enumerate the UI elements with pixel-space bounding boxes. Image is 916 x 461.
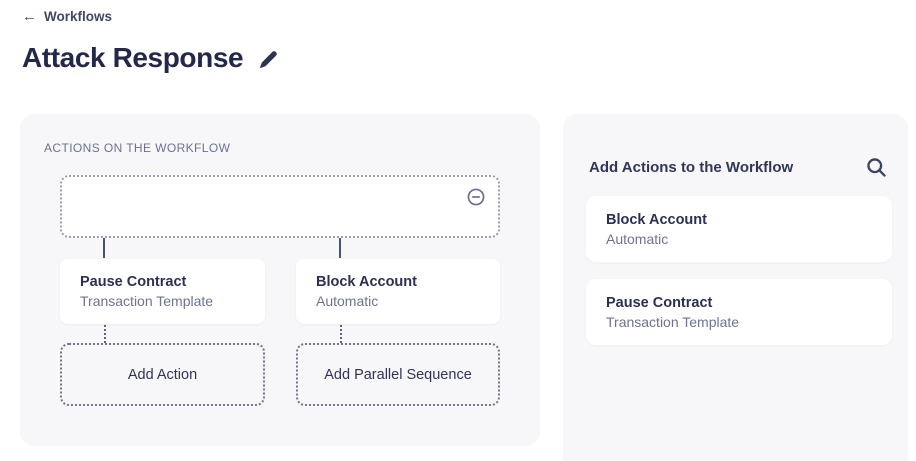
node-title: Block Account xyxy=(316,274,417,290)
connector-dotted-line xyxy=(104,325,106,343)
workflow-node-block-account[interactable]: Block Account Automatic xyxy=(296,259,500,324)
workflow-root-node[interactable] xyxy=(60,175,500,238)
library-item-title: Pause Contract xyxy=(606,294,713,311)
node-subtitle: Automatic xyxy=(316,293,379,309)
library-panel-heading: Add Actions to the Workflow xyxy=(589,159,794,176)
workflow-panel-heading: ACTIONS ON THE WORKFLOW xyxy=(44,141,231,155)
back-arrow-icon: ← xyxy=(22,8,37,25)
library-item-subtitle: Transaction Template xyxy=(606,313,740,330)
connector-line xyxy=(103,238,105,258)
connector-dotted-line xyxy=(340,325,342,343)
action-library-panel: Add Actions to the Workflow Block Accoun… xyxy=(563,114,908,461)
back-link-label: Workflows xyxy=(44,9,113,24)
add-parallel-sequence-label: Add Parallel Sequence xyxy=(324,366,472,383)
add-action-button[interactable]: Add Action xyxy=(60,343,265,406)
minus-circle-icon[interactable] xyxy=(467,188,485,206)
search-icon[interactable] xyxy=(865,156,888,179)
add-parallel-sequence-button[interactable]: Add Parallel Sequence xyxy=(296,343,500,406)
edit-title-pencil-icon[interactable] xyxy=(257,49,279,71)
node-subtitle: Transaction Template xyxy=(80,293,214,309)
library-item-block-account[interactable]: Block Account Automatic xyxy=(586,196,892,262)
page-title-row: Attack Response xyxy=(22,42,279,74)
workflow-canvas-panel: ACTIONS ON THE WORKFLOW Pause Contract T… xyxy=(20,114,540,446)
library-item-pause-contract[interactable]: Pause Contract Transaction Template xyxy=(586,279,892,345)
library-item-subtitle: Automatic xyxy=(606,230,669,247)
workflow-node-pause-contract[interactable]: Pause Contract Transaction Template xyxy=(60,259,265,324)
library-item-title: Block Account xyxy=(606,211,707,228)
add-action-label: Add Action xyxy=(127,366,198,383)
node-title: Pause Contract xyxy=(80,274,187,290)
page-title: Attack Response xyxy=(22,42,244,73)
connector-line xyxy=(339,238,341,258)
back-to-workflows-link[interactable]: ← Workflows xyxy=(22,9,112,24)
